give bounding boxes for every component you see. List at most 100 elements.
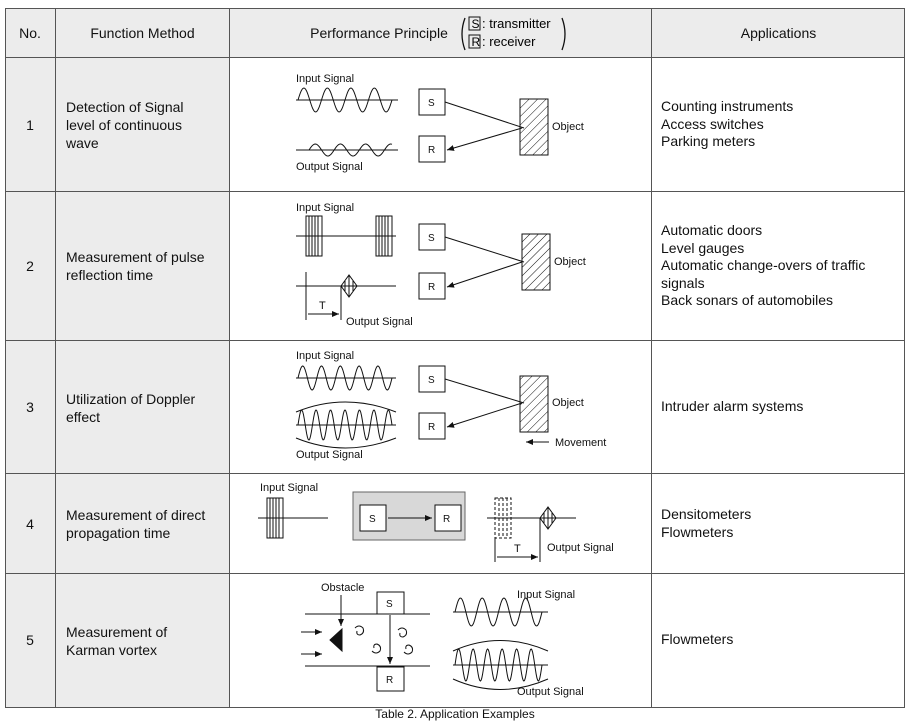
diagram-row-1: Input Signal Output Signal S R Object: [296, 73, 584, 173]
input-wave: [297, 87, 393, 113]
receiver-box: [434, 504, 462, 532]
pulse-burst: [375, 215, 393, 257]
output-signal-label: Output Signal: [346, 316, 413, 328]
legend-r-text: : receiver: [482, 34, 536, 49]
applications-list: Counting instruments Access switches Par…: [661, 98, 891, 151]
pulse-burst: [266, 497, 284, 539]
application-item: signals: [661, 274, 705, 291]
transmitter-label: S: [386, 599, 393, 610]
transmitter-label: S: [428, 375, 435, 386]
transmitter-box: [376, 591, 405, 615]
application-item: Parking meters: [661, 133, 756, 149]
application-item: Densitometers: [661, 506, 752, 522]
receiver-box: [418, 272, 446, 300]
output-signal-label: Output Signal: [296, 449, 363, 461]
output-signal-label: Output Signal: [517, 686, 584, 698]
transmitter-label: S: [428, 98, 435, 109]
object-label: Object: [554, 256, 586, 268]
diagram-row-5: Obstacle S R Input Signal Output Signal: [301, 582, 584, 698]
function-method: Utilization of Doppler effect: [66, 391, 196, 425]
transmitter-label: S: [369, 514, 376, 525]
receiver-box: [418, 412, 446, 440]
function-method: Measurement of Karman vortex: [66, 624, 168, 658]
receiver-label: R: [386, 675, 393, 686]
legend-r-symbol: R: [472, 35, 481, 49]
table-caption: Table 2. Application Examples: [375, 707, 535, 721]
function-method: Measurement of pulse reflection time: [66, 249, 205, 283]
application-item: Flowmeters: [661, 523, 734, 540]
function-method: Measurement of direct propagation time: [66, 507, 206, 541]
output-signal-label: Output Signal: [296, 161, 363, 173]
diagram-row-2: Input Signal T Output Signal S R Object: [296, 202, 586, 328]
header-no: No.: [19, 25, 41, 41]
header-applications: Applications: [740, 25, 817, 41]
row-number: 3: [26, 399, 34, 415]
transmitter-box: [359, 504, 387, 532]
receiver-label: R: [443, 514, 450, 525]
time-label: T: [514, 543, 521, 555]
input-signal-label: Input Signal: [296, 350, 354, 362]
input-wave: [454, 597, 543, 627]
application-item: Intruder alarm systems: [661, 398, 804, 414]
obstacle-label: Obstacle: [321, 582, 364, 594]
vortex: [354, 625, 365, 636]
header-legend: S : transmitter R : receiver: [461, 16, 566, 51]
receiver-box: [418, 135, 446, 163]
header-function-method: Function Method: [90, 25, 195, 41]
input-signal-label: Input Signal: [296, 73, 354, 85]
applications-list: Automatic doors Level gauges Automatic c…: [661, 222, 891, 310]
received-pulse: [539, 506, 557, 530]
echo-pulse: [340, 274, 358, 298]
obstacle-shape: [329, 627, 343, 653]
object-block: [519, 375, 549, 433]
object-label: Object: [552, 121, 584, 133]
receiver-box: [376, 666, 405, 692]
object-block: [519, 98, 549, 156]
movement-label: Movement: [555, 437, 606, 449]
time-label: T: [319, 300, 326, 312]
legend-s-text: : transmitter: [482, 16, 551, 31]
output-signal-label: Output Signal: [547, 542, 614, 554]
vortex: [397, 627, 408, 638]
input-wave: [297, 365, 393, 391]
applications-list: Intruder alarm systems: [661, 398, 891, 416]
output-wave: [297, 409, 393, 441]
application-item: Access switches: [661, 115, 764, 132]
object-label: Object: [552, 397, 584, 409]
vortex: [371, 643, 382, 654]
diagram-row-4: Input Signal S R T Output Signal: [258, 482, 614, 562]
input-signal-label: Input Signal: [260, 482, 318, 494]
applications-list: Flowmeters: [661, 631, 891, 649]
application-item: Level gauges: [661, 239, 745, 256]
row-number: 1: [26, 117, 34, 133]
header-performance-principle: Performance Principle: [310, 25, 448, 41]
input-signal-label: Input Signal: [517, 589, 575, 601]
application-item: Back sonars of automobiles: [661, 292, 833, 308]
input-signal-label: Input Signal: [296, 202, 354, 214]
row-number: 4: [26, 516, 34, 532]
applications-list: Densitometers Flowmeters: [661, 506, 891, 541]
application-item: Automatic change-overs of traffic: [661, 257, 866, 273]
vortex: [403, 644, 414, 655]
application-item: Automatic doors: [661, 222, 763, 238]
envelope: [295, 437, 397, 449]
receiver-label: R: [428, 422, 435, 433]
object-block: [521, 233, 551, 291]
diagram-row-3: Input Signal Output Signal S R Object Mo…: [295, 350, 606, 461]
envelope: [452, 678, 549, 690]
receiver-label: R: [428, 282, 435, 293]
row-number: 2: [26, 258, 34, 274]
transmitter-label: S: [428, 233, 435, 244]
output-wave: [454, 648, 543, 682]
application-item: Counting instruments: [661, 98, 794, 114]
pulse-burst: [305, 215, 323, 257]
row-number: 5: [26, 632, 34, 648]
output-wave: [308, 143, 393, 157]
application-item: Flowmeters: [661, 631, 734, 647]
function-method: Detection of Signal level of continuous …: [66, 99, 184, 151]
receiver-label: R: [428, 145, 435, 156]
legend-s-symbol: S: [472, 17, 480, 31]
